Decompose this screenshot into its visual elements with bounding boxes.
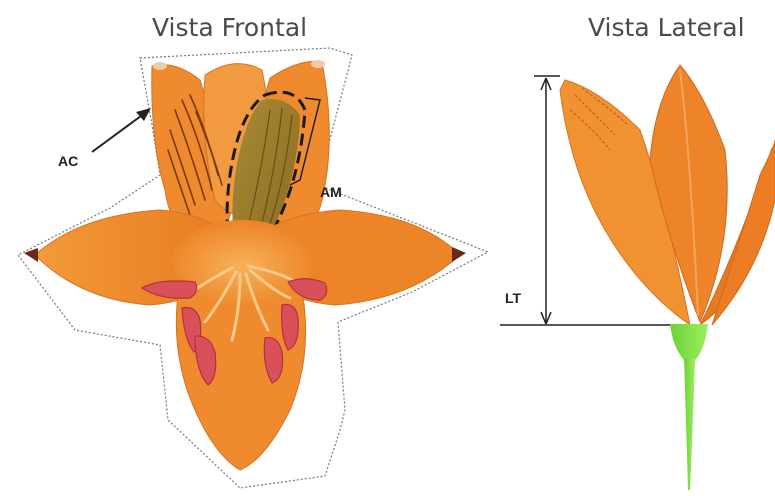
top-right-tip: [311, 60, 325, 68]
label-lt: LT: [505, 290, 522, 306]
side-view-title: Vista Lateral: [588, 13, 745, 42]
label-am: AM: [320, 184, 342, 200]
arrow-ac: [92, 108, 151, 152]
front-view-title: Vista Frontal: [152, 13, 307, 42]
label-ac: AC: [58, 153, 78, 169]
top-left-tip: [153, 62, 167, 70]
stem: [684, 358, 695, 490]
left-petal-tip: [24, 248, 38, 262]
receptacle: [670, 324, 708, 360]
right-petal-tip: [452, 247, 466, 262]
